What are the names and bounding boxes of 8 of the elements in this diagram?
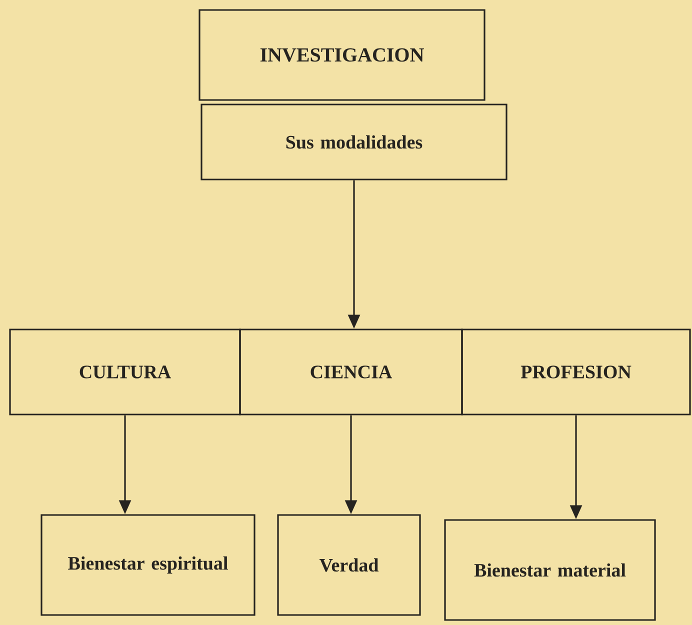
label-box: Bienestar espiritual [40, 514, 256, 616]
label-box: INVESTIGACION [198, 9, 486, 101]
label-box: Bienestar material [444, 519, 656, 621]
label-box: Verdad [277, 514, 421, 616]
label-box: Sus modalidades [200, 104, 508, 180]
label-box: CIENCIA [239, 328, 463, 416]
label-box: PROFESION [461, 328, 691, 416]
label-box: CULTURA [9, 328, 241, 416]
